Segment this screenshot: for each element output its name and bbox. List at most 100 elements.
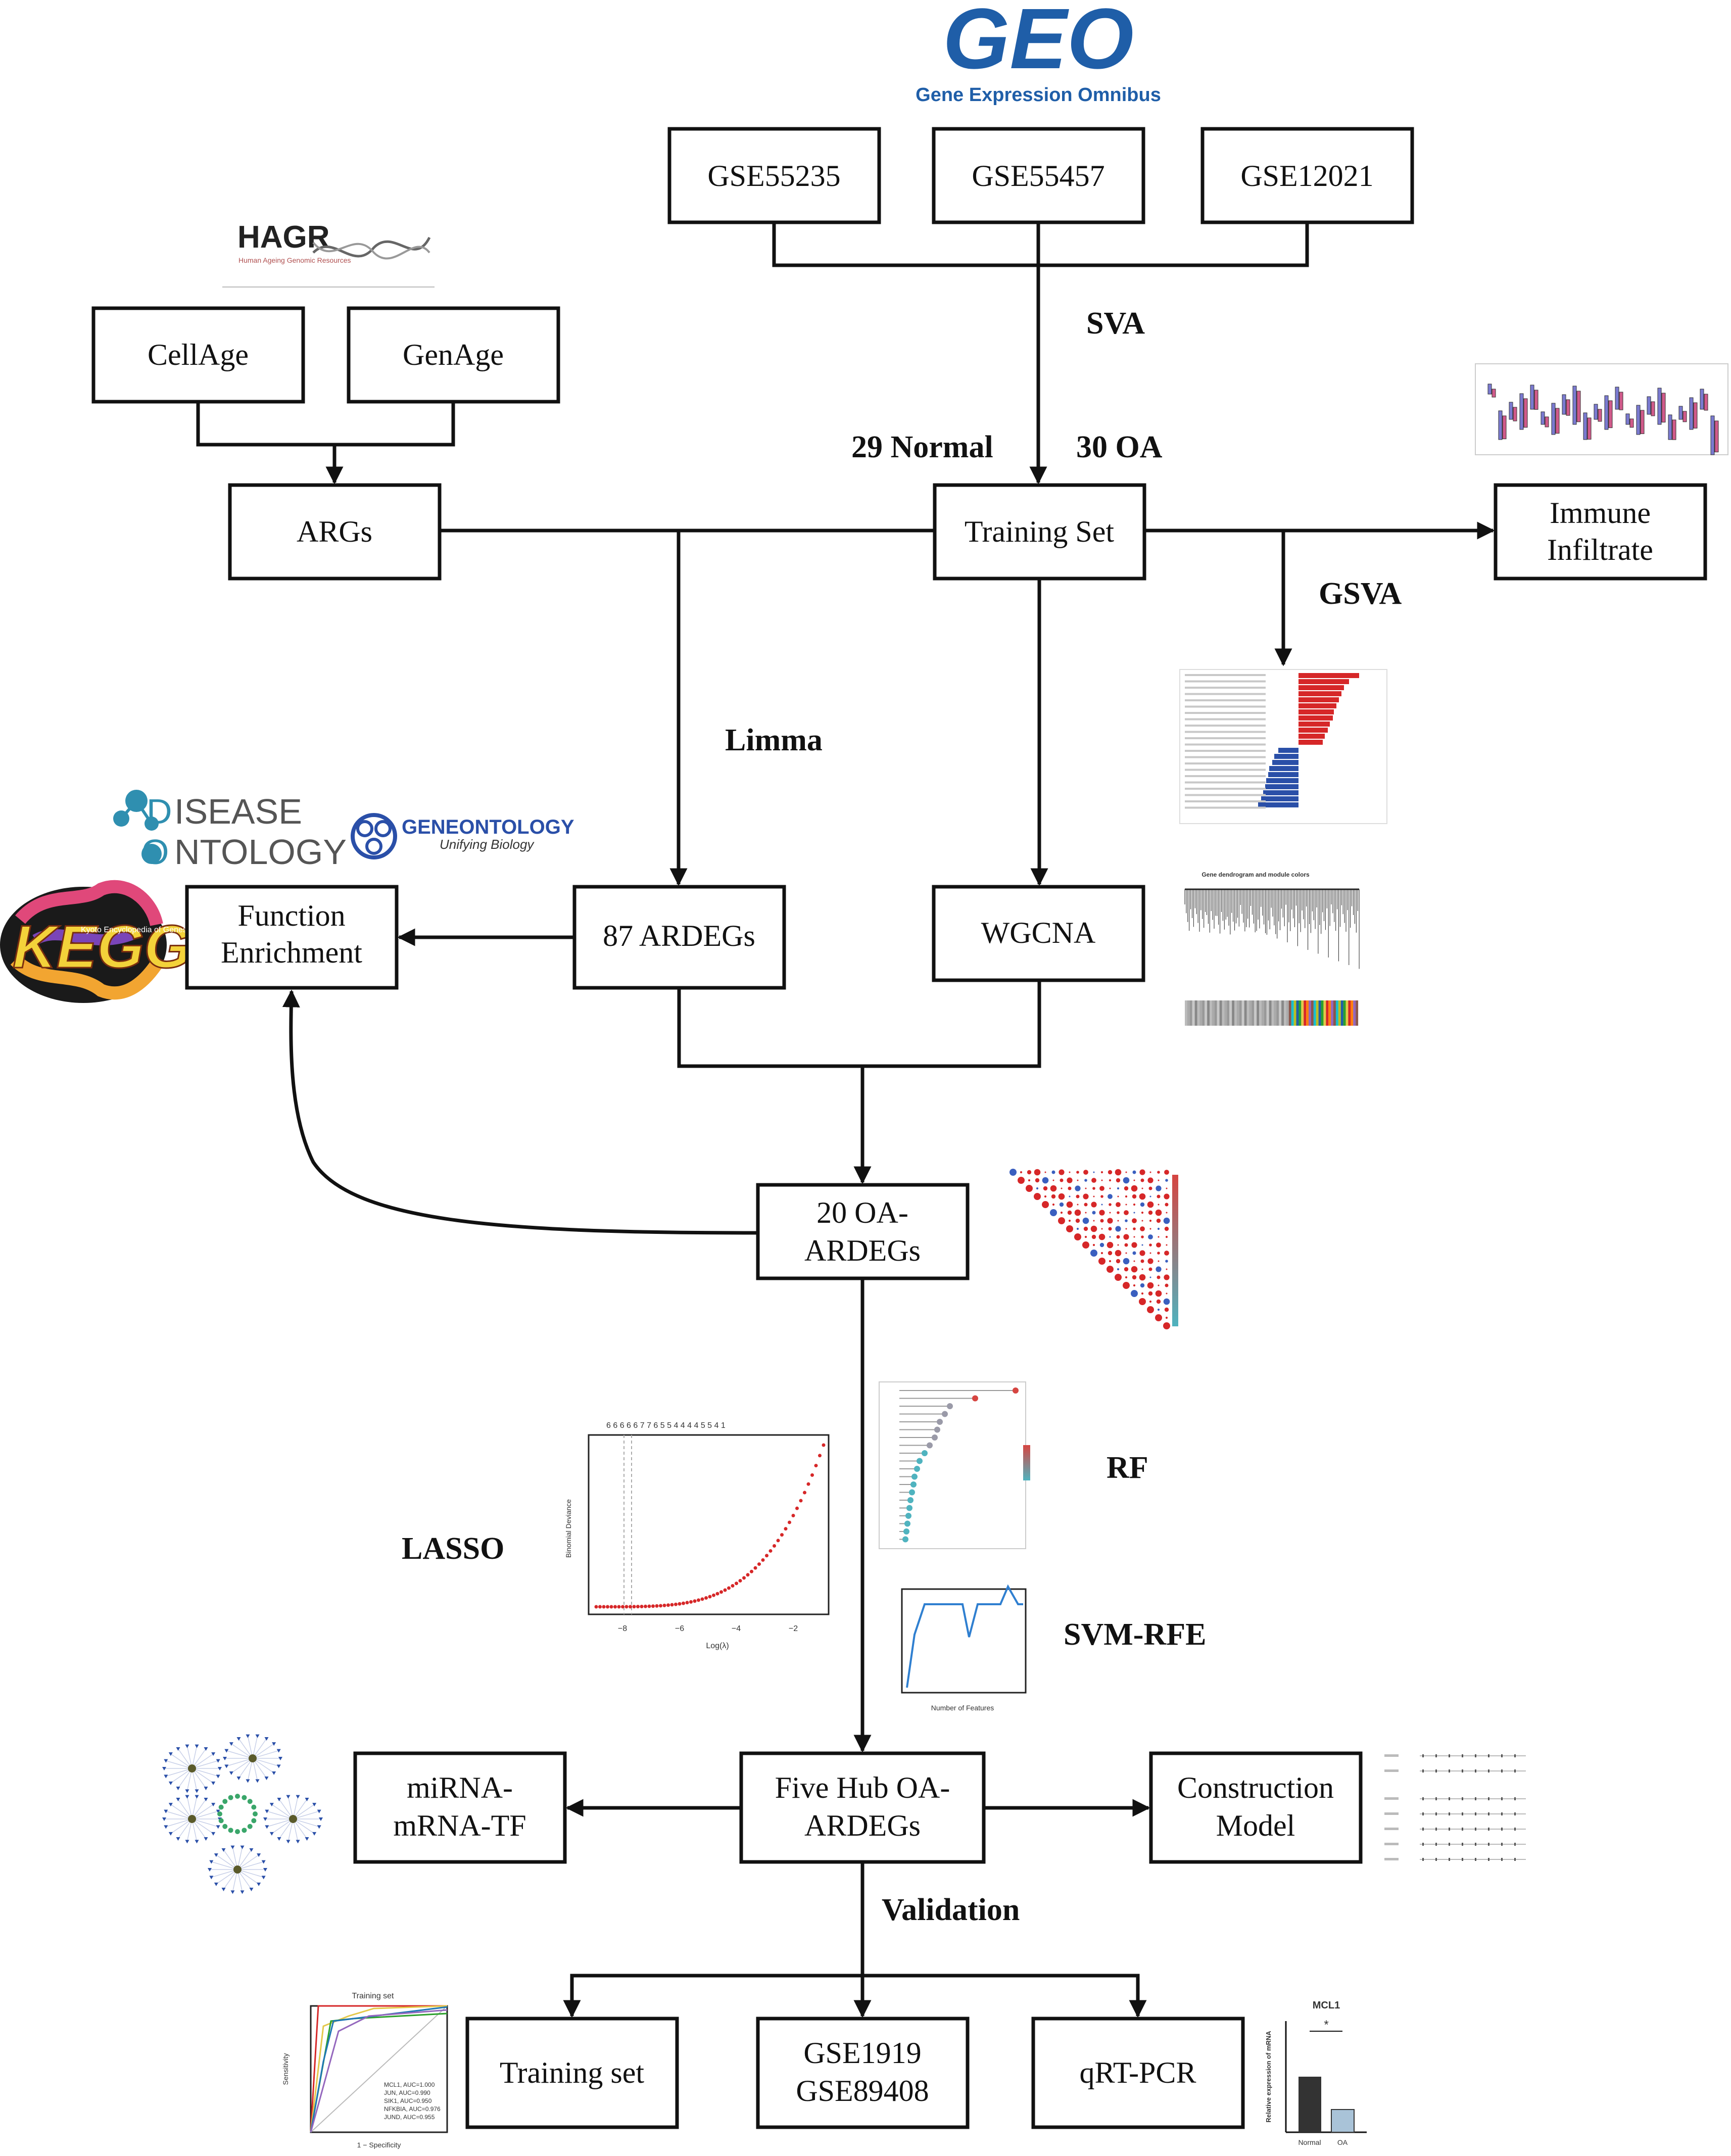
network-tf-node [204, 1747, 208, 1751]
corr-cell [1132, 1218, 1137, 1223]
network-tf-node [211, 1832, 216, 1836]
training-set-label: Training Set [965, 515, 1114, 548]
gsva-barchart-thumbnail [1179, 669, 1387, 824]
gsva-bar-up [1299, 697, 1339, 702]
network-tf-node [211, 1781, 216, 1785]
network-tf-node [162, 1767, 166, 1770]
corr-cell [1124, 1210, 1129, 1215]
network-tf-node [257, 1882, 261, 1886]
svg-text:Human Ageing Genomic Resources: Human Ageing Genomic Resources [238, 256, 351, 264]
corr-cell [1166, 1268, 1168, 1270]
network-tf-node [263, 1817, 267, 1821]
corr-cell [1157, 1275, 1161, 1279]
module-color-cell [1321, 1000, 1324, 1026]
lasso-point [697, 1598, 700, 1602]
lasso-point [624, 1605, 629, 1609]
hub-label-1: Five Hub OA- [775, 1771, 950, 1804]
corr-cell [1091, 1202, 1097, 1208]
network-tf-node [176, 1786, 180, 1790]
network-tf-node [246, 1734, 250, 1738]
module-color-cell [1187, 1000, 1190, 1026]
network-tf-node [221, 1848, 226, 1852]
lasso-point [712, 1593, 715, 1597]
lasso-point [670, 1603, 674, 1607]
network-tf-node [305, 1798, 309, 1802]
network-tf-node [269, 1832, 274, 1836]
module-color-cell [1257, 1000, 1260, 1026]
corr-cell [1107, 1241, 1114, 1249]
corr-cell [1165, 1260, 1168, 1263]
lasso-point [606, 1605, 609, 1609]
forest-tick [1475, 1828, 1476, 1831]
lasso-point [780, 1533, 784, 1537]
corr-cell [1068, 1186, 1072, 1190]
corr-cell [1147, 1177, 1153, 1183]
corr-cell [1123, 1234, 1129, 1240]
corr-cell [1133, 1236, 1135, 1238]
gsva-bar-down [1258, 802, 1299, 807]
function-label-1: Function [237, 899, 345, 932]
network-tf-node [229, 1771, 233, 1775]
corr-cell [1148, 1267, 1152, 1271]
lasso-point [818, 1454, 822, 1458]
corr-cell [1077, 1179, 1079, 1181]
network-tf-node [214, 1853, 218, 1857]
gsva-bar-up [1299, 715, 1333, 721]
immune-box-oa [1566, 399, 1570, 416]
corr-cell [1163, 1322, 1170, 1329]
mirna-label-2: mRNA-TF [393, 1809, 526, 1842]
network-edge [191, 1818, 218, 1828]
gsva-term-label [1185, 743, 1266, 746]
corr-cell [1058, 1217, 1065, 1224]
immune-box-normal [1583, 412, 1588, 440]
corr-cell [1141, 1244, 1143, 1246]
immune-box-normal [1498, 410, 1503, 440]
model-label-2: Model [1216, 1809, 1295, 1842]
corr-cell [1133, 1179, 1135, 1181]
forest-tick [1422, 1812, 1424, 1815]
immune-infiltrate-box [1494, 483, 1707, 581]
network-tf-node [249, 1848, 254, 1852]
corr-cell [1098, 1233, 1105, 1240]
module-color-cell [1284, 1000, 1286, 1026]
corr-cell [1107, 1218, 1113, 1224]
immune-box-oa [1576, 391, 1581, 422]
qrtpcr-barplot-thumbnail: MCL1 * Normal OA Relative expression of … [1265, 2000, 1367, 2146]
gsva-term-label [1185, 693, 1266, 695]
corr-cell [1157, 1308, 1160, 1311]
corr-cell [1059, 1169, 1065, 1175]
forest-tick [1462, 1828, 1463, 1831]
forest-tick [1501, 1769, 1503, 1772]
lasso-point [735, 1582, 738, 1586]
forest-tick [1488, 1858, 1489, 1861]
corr-cell [1140, 1202, 1145, 1207]
rf-dot [911, 1473, 918, 1480]
svg-text:−6: −6 [675, 1624, 684, 1633]
corr-cell [1108, 1227, 1112, 1231]
corr-cell [1123, 1177, 1130, 1184]
lasso-point [731, 1584, 735, 1588]
forest-tick [1449, 1828, 1450, 1831]
immune-box-normal [1604, 395, 1609, 430]
corr-cell [1125, 1171, 1127, 1173]
corr-cell [1157, 1227, 1160, 1230]
network-tf-node [221, 1887, 226, 1891]
forest-tick [1514, 1797, 1516, 1800]
network-edge [170, 1818, 193, 1834]
corr-cell [1083, 1193, 1089, 1200]
forest-tick [1488, 1812, 1489, 1815]
network-tf-node [185, 1744, 189, 1748]
immune-box-oa [1587, 417, 1592, 440]
forest-tick [1501, 1828, 1503, 1831]
network-edge [237, 1869, 264, 1878]
corr-cell [1116, 1202, 1121, 1207]
forest-tick [1475, 1754, 1476, 1757]
network-tf-node [296, 1795, 300, 1799]
network-tf-node [263, 1868, 267, 1872]
svg-text:KEGG: KEGG [13, 913, 191, 981]
corr-cell [1125, 1276, 1128, 1279]
rf-dot [972, 1395, 978, 1402]
module-color-cell [1210, 1000, 1212, 1026]
corr-cell [1163, 1217, 1170, 1224]
module-color-cell [1249, 1000, 1252, 1026]
